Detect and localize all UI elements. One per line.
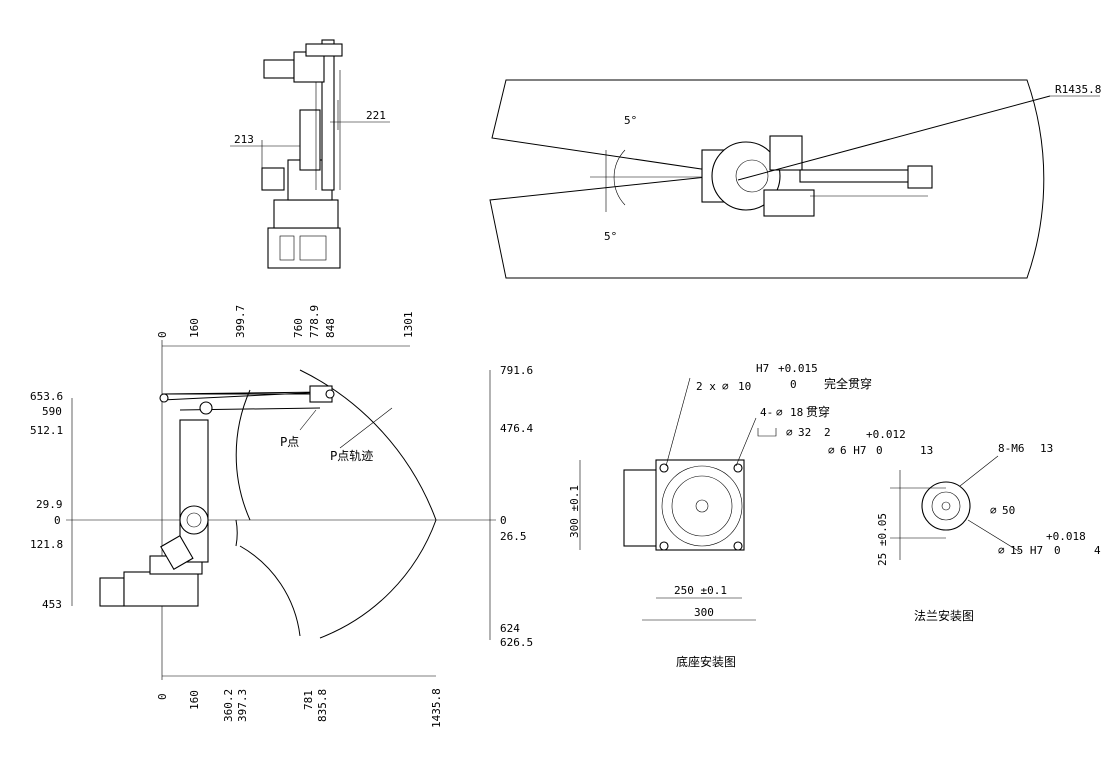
right-y-791: 791.6 bbox=[500, 364, 533, 377]
top-x-778: 778.9 bbox=[308, 305, 321, 338]
cbore-depth: 2 bbox=[824, 426, 831, 439]
bottom-x-160: 160 bbox=[188, 690, 201, 710]
left-y-0: 0 bbox=[54, 514, 61, 527]
left-y-29: 29.9 bbox=[36, 498, 63, 511]
cbore-dia-symbol: ∅ bbox=[786, 426, 793, 439]
mount-dia-symbol: ∅ bbox=[776, 406, 783, 419]
bottom-x-397: 397.3 bbox=[236, 689, 249, 722]
p-trajectory-label: P点轨迹 bbox=[330, 449, 373, 463]
angle-bottom-label: 5° bbox=[604, 230, 617, 243]
top-x-ticks: 0 160 399.7 760 778.9 848 1301 bbox=[156, 305, 415, 338]
pin-tol-upper: +0.015 bbox=[778, 362, 818, 375]
dim-25: 25 ±0.05 bbox=[876, 513, 889, 566]
dim-300: 300 bbox=[694, 606, 714, 619]
pin-tol-lower: 0 bbox=[790, 378, 797, 391]
top-x-1301: 1301 bbox=[402, 312, 415, 339]
mount-hole-dia: 18 bbox=[790, 406, 803, 419]
left-y-ticks: 653.6 590 512.1 29.9 0 121.8 453 bbox=[30, 390, 63, 611]
top-x-760: 760 bbox=[292, 318, 305, 338]
right-y-476: 476.4 bbox=[500, 422, 533, 435]
hole-15: 15 H7 bbox=[1010, 544, 1043, 557]
hole-15-upper: +0.018 bbox=[1046, 530, 1086, 543]
flange-caption: 法兰安装图 bbox=[914, 608, 974, 623]
pin-note: 完全贯穿 bbox=[824, 376, 872, 391]
right-y-0: 0 bbox=[500, 514, 507, 527]
base-view: 2 x ∅ 10 H7 +0.015 0 完全贯穿 4- ∅ 18 贯穿 ∅ 3… bbox=[568, 362, 872, 669]
right-y-624: 624 bbox=[500, 622, 520, 635]
mount-holes: 4- bbox=[760, 406, 773, 419]
top-x-0: 0 bbox=[156, 331, 169, 338]
plan-view: 5° 5° R1435.8 bbox=[489, 79, 1101, 279]
pin-tol-class: H7 bbox=[756, 362, 769, 375]
top-x-399: 399.7 bbox=[234, 305, 247, 338]
pin-hole-dia: 10 bbox=[738, 380, 751, 393]
right-y-26: 26.5 bbox=[500, 530, 527, 543]
top-view: 213 221 bbox=[230, 39, 390, 269]
hole-15-lower: 0 bbox=[1054, 544, 1061, 557]
left-y-590: 590 bbox=[42, 405, 62, 418]
left-y-121: 121.8 bbox=[30, 538, 63, 551]
hole-6-symbol: ∅ bbox=[828, 444, 835, 457]
bottom-x-781: 781 bbox=[302, 690, 315, 710]
left-y-512: 512.1 bbox=[30, 424, 63, 437]
left-y-653: 653.6 bbox=[30, 390, 63, 403]
cbore-dia: 32 bbox=[798, 426, 811, 439]
thread: 8-M6 bbox=[998, 442, 1025, 455]
bottom-x-0: 0 bbox=[156, 693, 169, 700]
bottom-x-360: 360.2 bbox=[222, 689, 235, 722]
pin-hole-left: 2 x bbox=[696, 380, 716, 393]
p-point-label: P点 bbox=[280, 435, 299, 449]
side-view: P点 P点轨迹 0 160 399.7 760 778.9 848 1301 0… bbox=[30, 305, 533, 728]
right-y-626: 626.5 bbox=[500, 636, 533, 649]
flange-view: 25 ±0.05 ∅ 6 H7 +0.012 0 13 8-M6 13 ∅ 50… bbox=[828, 428, 1101, 623]
bottom-x-835: 835.8 bbox=[316, 689, 329, 722]
top-x-848: 848 bbox=[324, 318, 337, 338]
hole-15-symbol: ∅ bbox=[998, 544, 1005, 557]
base-caption: 底座安装图 bbox=[676, 654, 736, 669]
dim-250: 250 ±0.1 bbox=[674, 584, 727, 597]
hole-6: 6 H7 bbox=[840, 444, 867, 457]
angle-top-label: 5° bbox=[624, 114, 637, 127]
bottom-x-1435: 1435.8 bbox=[430, 688, 443, 728]
bottom-x-ticks: 0 160 360.2 397.3 781 835.8 1435.8 bbox=[156, 688, 443, 728]
thread-depth: 13 bbox=[1040, 442, 1053, 455]
dim-221: 221 bbox=[366, 109, 386, 122]
hole-6-depth: 13 bbox=[920, 444, 933, 457]
dim-213: 213 bbox=[234, 133, 254, 146]
hole-6-lower: 0 bbox=[876, 444, 883, 457]
hole-15-depth: 4 bbox=[1094, 544, 1101, 557]
radius-label: R1435.8 bbox=[1055, 83, 1101, 96]
top-x-160: 160 bbox=[188, 318, 201, 338]
dia-50: 50 bbox=[1002, 504, 1015, 517]
mount-note: 贯穿 bbox=[806, 404, 830, 419]
right-y-ticks: 791.6 476.4 0 26.5 624 626.5 bbox=[500, 364, 533, 649]
dim-300-vertical: 300 ±0.1 bbox=[568, 485, 581, 538]
hole-6-upper: +0.012 bbox=[866, 428, 906, 441]
left-y-453: 453 bbox=[42, 598, 62, 611]
dia-50-symbol: ∅ bbox=[990, 504, 997, 517]
pin-hole-dia-symbol: ∅ bbox=[722, 380, 729, 393]
